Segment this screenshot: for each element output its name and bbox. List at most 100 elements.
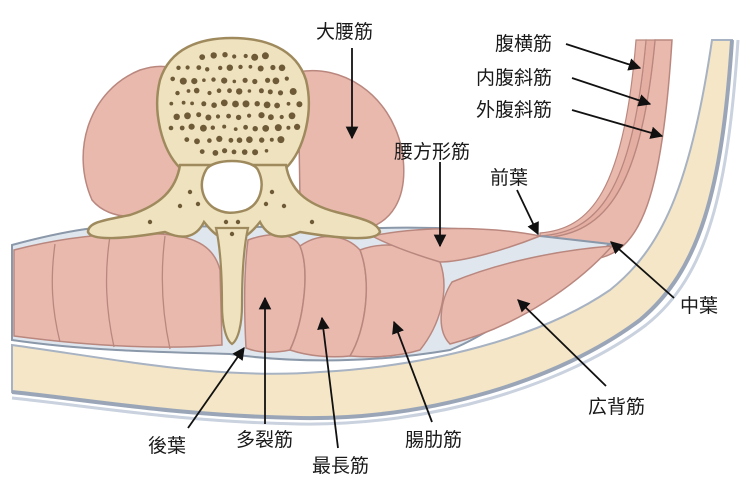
bone-pore <box>215 114 221 119</box>
label-latissimus-dorsi: 広背筋 <box>588 396 645 418</box>
bone-pore <box>251 53 259 61</box>
leader-longissimus <box>317 316 339 449</box>
bone-pore <box>269 189 275 195</box>
bone-pore <box>284 76 289 81</box>
bone-pore <box>236 88 243 95</box>
bone-pore <box>232 79 237 84</box>
bone-pore <box>267 89 273 95</box>
bone-pore <box>257 65 264 72</box>
bone-pore <box>186 89 191 93</box>
bone-pore <box>177 203 183 209</box>
bone-pore <box>173 113 180 121</box>
bone-pore <box>191 78 198 85</box>
bone-pore <box>296 101 303 108</box>
label-internal-oblique: 内腹斜筋 <box>476 67 552 89</box>
leader-posterior-layer <box>187 346 245 429</box>
bone-pore <box>289 88 297 95</box>
bone-pore <box>252 78 258 85</box>
bone-pore <box>196 112 202 118</box>
label-anterior-layer: 前葉 <box>490 167 528 189</box>
bone-pore <box>227 88 232 94</box>
bone-pore <box>194 138 200 145</box>
bone-pore <box>169 101 174 106</box>
bone-pore <box>286 125 291 130</box>
bone-pore <box>212 150 219 156</box>
bone-pore <box>288 112 296 120</box>
bone-pore <box>274 124 282 132</box>
bone-pore <box>231 149 237 155</box>
leader-transversus <box>565 43 642 71</box>
bone-pore <box>222 148 228 154</box>
bone-pore <box>232 100 239 108</box>
bone-pore <box>246 136 253 143</box>
bone-pore <box>262 124 270 132</box>
bone-pore <box>232 54 237 59</box>
bone-pore <box>211 102 217 108</box>
bone-pore <box>252 126 258 132</box>
bone-pore <box>196 65 202 70</box>
bone-pore <box>222 124 227 129</box>
bone-pore <box>272 77 280 85</box>
bone-pore <box>242 77 248 83</box>
label-iliocostalis: 腸肋筋 <box>405 429 462 451</box>
bone-pore <box>274 102 280 109</box>
bone-pore <box>263 201 269 207</box>
bone-pore <box>226 64 233 71</box>
bone-pore <box>294 123 301 130</box>
bone-pore <box>247 89 252 93</box>
bone-pore <box>210 52 217 59</box>
bone-pore <box>220 99 228 107</box>
bone-pore <box>238 64 243 70</box>
spinous-process <box>214 226 250 346</box>
bone-pore <box>226 113 232 119</box>
label-external-oblique: 外腹斜筋 <box>476 99 552 121</box>
bone-pore <box>184 137 190 143</box>
bone-pore <box>236 137 243 143</box>
bone-pore <box>202 78 206 82</box>
bone-pore <box>242 100 250 108</box>
label-longissimus: 最長筋 <box>312 455 369 477</box>
skin-edge <box>11 39 740 426</box>
label-quadratus-lumborum: 腰方形筋 <box>394 141 470 163</box>
outer-fascia-line <box>11 39 734 421</box>
bone-pore <box>270 64 276 71</box>
bone-pore <box>286 101 291 106</box>
bone-pore <box>218 65 223 71</box>
bone-pore <box>277 90 284 96</box>
bone-pore <box>199 54 206 60</box>
bone-pore <box>223 219 229 225</box>
bone-pore <box>265 77 271 83</box>
bone-pore <box>263 101 271 109</box>
bone-pore <box>247 113 252 118</box>
bone-pore <box>235 114 242 121</box>
bone-pore <box>185 65 190 70</box>
bone-pore <box>248 64 253 69</box>
bone-pore <box>229 231 235 237</box>
bone-pore <box>241 149 248 155</box>
bone-pore <box>216 88 222 93</box>
bone-pore <box>309 219 315 225</box>
bone-pore <box>233 127 238 131</box>
bone-pore <box>259 137 265 143</box>
bone-pore <box>205 114 212 121</box>
bone-pore <box>264 149 269 153</box>
bone-pore <box>221 77 228 84</box>
bone-pore <box>222 52 228 58</box>
arch-pores <box>147 189 315 237</box>
leader-lines <box>187 43 675 449</box>
latissimus-dorsi-muscle <box>440 245 614 345</box>
label-posterior-layer: 後葉 <box>148 435 186 457</box>
bone-pore <box>179 77 187 85</box>
leader-anterior-layer <box>516 189 539 236</box>
bone-pore <box>252 149 259 156</box>
bone-pore <box>176 65 181 71</box>
bone-pore <box>216 135 223 142</box>
bone-pore <box>190 101 195 106</box>
bone-pore <box>184 112 191 120</box>
external-oblique-muscle <box>539 39 673 260</box>
bone-pore <box>207 138 212 143</box>
leader-internal-oblique <box>571 77 652 107</box>
bone-pore <box>254 101 260 107</box>
